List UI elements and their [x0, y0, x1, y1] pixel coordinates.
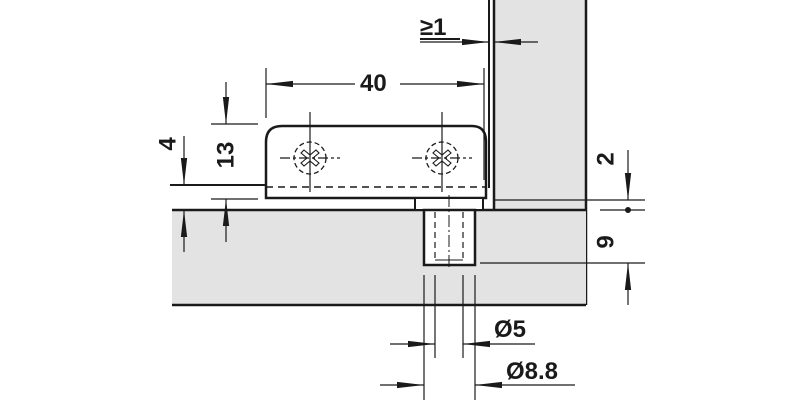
screw-hole-left	[280, 112, 340, 192]
dim-gap-label: ≥1	[420, 14, 447, 41]
screw-hole-right	[412, 112, 472, 192]
dim-depth-9-label: 9	[592, 235, 620, 249]
dim-width-label: 40	[360, 70, 387, 97]
dim-dia-5-label: Ø5	[494, 316, 527, 343]
dim-dia-8-8-label: Ø8.8	[506, 358, 559, 385]
dim-offset-2-label: 2	[592, 152, 620, 166]
cabinet-bottom-panel	[172, 210, 586, 305]
cabinet-side-panel	[494, 0, 586, 210]
hinge-plate	[264, 124, 488, 200]
dim-height-13-label: 13	[212, 141, 240, 169]
dim-offset-4-label: 4	[154, 137, 182, 151]
